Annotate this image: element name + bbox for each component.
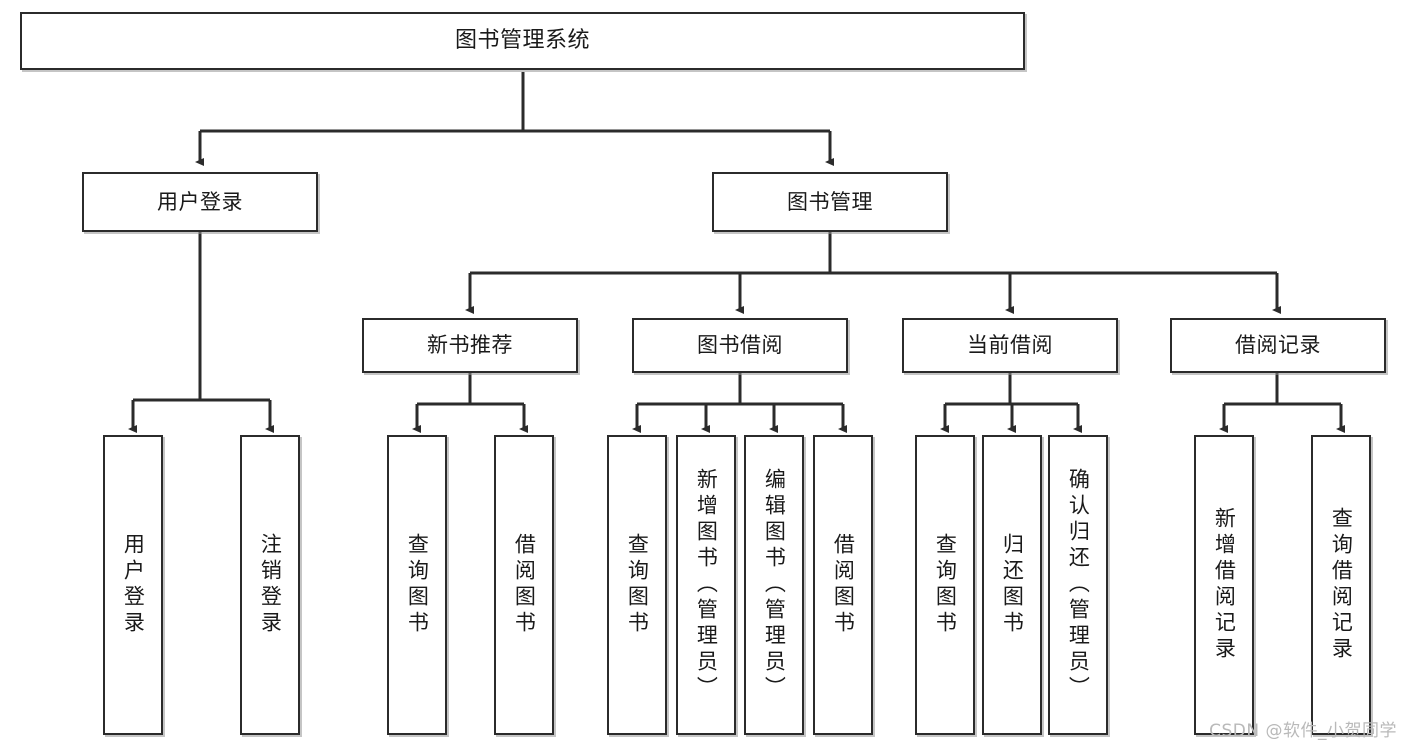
- leaf-query-books-current[interactable]: 查询图书: [915, 435, 975, 735]
- node-label: 图书借阅: [697, 333, 783, 358]
- leaf-edit-book-admin[interactable]: 编辑图书（管理员）: [744, 435, 804, 735]
- leaf-query-borrow-record[interactable]: 查询借阅记录: [1311, 435, 1371, 735]
- leaf-user-login[interactable]: 用户登录: [103, 435, 163, 735]
- node-label: 注销登录: [258, 533, 283, 637]
- node-user-login[interactable]: 用户登录: [82, 172, 318, 232]
- node-label: 查询图书: [625, 533, 650, 637]
- node-label: 查询借阅记录: [1329, 507, 1354, 663]
- node-book-management[interactable]: 图书管理: [712, 172, 948, 232]
- node-label: 借阅图书: [831, 533, 856, 637]
- node-label: 新增借阅记录: [1212, 507, 1237, 663]
- node-label: 查询图书: [933, 533, 958, 637]
- node-label: 查询图书: [405, 533, 430, 637]
- leaf-confirm-return-admin[interactable]: 确认归还（管理员）: [1048, 435, 1108, 735]
- leaf-query-books-borrow[interactable]: 查询图书: [607, 435, 667, 735]
- node-label: 用户登录: [157, 189, 243, 214]
- leaf-query-books-new[interactable]: 查询图书: [387, 435, 447, 735]
- leaf-return-books[interactable]: 归还图书: [982, 435, 1042, 735]
- node-label: 新增图书（管理员）: [694, 468, 719, 702]
- leaf-add-book-admin[interactable]: 新增图书（管理员）: [676, 435, 736, 735]
- node-label: 新书推荐: [427, 333, 513, 358]
- node-label: 确认归还（管理员）: [1066, 468, 1091, 702]
- node-label: 当前借阅: [967, 333, 1053, 358]
- leaf-logout[interactable]: 注销登录: [240, 435, 300, 735]
- node-label: 用户登录: [121, 533, 146, 637]
- leaf-borrow-books-new[interactable]: 借阅图书: [494, 435, 554, 735]
- leaf-borrow-books[interactable]: 借阅图书: [813, 435, 873, 735]
- node-label: 图书管理系统: [454, 28, 590, 54]
- leaf-add-borrow-record[interactable]: 新增借阅记录: [1194, 435, 1254, 735]
- node-label: 借阅记录: [1235, 333, 1321, 358]
- node-label: 图书管理: [787, 189, 873, 214]
- node-book-borrowing[interactable]: 图书借阅: [632, 318, 848, 373]
- node-label: 归还图书: [1000, 533, 1025, 637]
- node-label: 编辑图书（管理员）: [762, 468, 787, 702]
- node-root-system[interactable]: 图书管理系统: [20, 12, 1025, 70]
- node-label: 借阅图书: [512, 533, 537, 637]
- node-borrow-records[interactable]: 借阅记录: [1170, 318, 1386, 373]
- node-new-book-recommendation[interactable]: 新书推荐: [362, 318, 578, 373]
- node-current-borrowing[interactable]: 当前借阅: [902, 318, 1118, 373]
